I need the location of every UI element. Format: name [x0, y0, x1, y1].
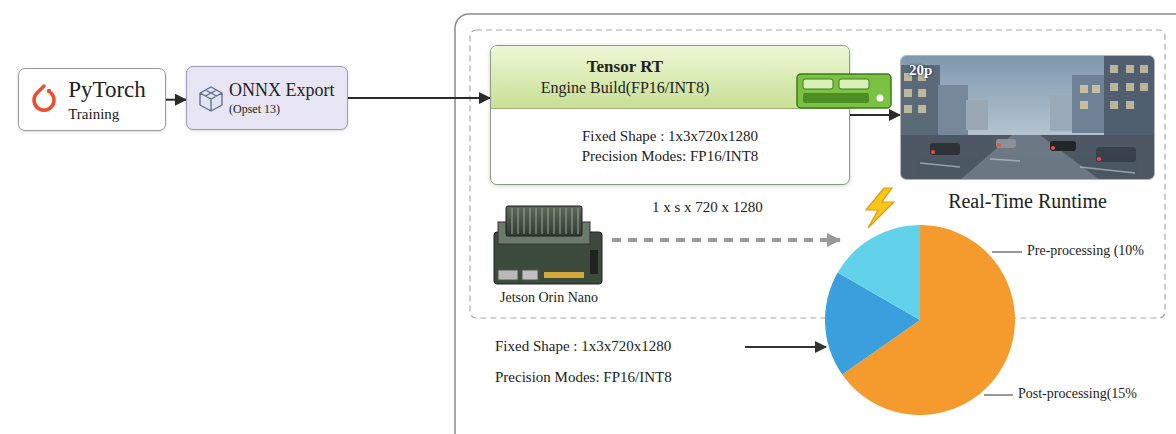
onnx-icon: [196, 84, 226, 114]
building: [1072, 75, 1106, 133]
process-box: PyTorchTraining: [18, 68, 166, 131]
runtime-panel: [455, 14, 1176, 434]
shape-label: 1 x s x 720 x 1280: [652, 198, 763, 216]
window: [904, 89, 912, 97]
window: [1110, 101, 1118, 109]
shape-flow-arrow: [612, 238, 840, 242]
window: [1092, 85, 1100, 93]
runtime-caption: Real-Time Runtime: [900, 188, 1155, 214]
engine-body: Fixed Shape : 1x3x720x1280Precision Mode…: [491, 109, 849, 184]
icon-stroke: [200, 87, 222, 111]
icon-dot: [47, 89, 51, 93]
pie-label: Pre-processing (10%: [1027, 243, 1144, 260]
window: [918, 89, 926, 97]
car: [930, 143, 960, 155]
icon-slot: [803, 79, 833, 89]
runtime-image: 20p: [900, 55, 1155, 180]
lightning-bolt: [866, 188, 894, 228]
car: [996, 139, 1016, 148]
window: [1126, 65, 1134, 73]
port: [498, 270, 518, 280]
car: [1050, 141, 1076, 151]
device-region: [470, 30, 1165, 318]
pytorch-icon: [29, 83, 59, 117]
connector: [590, 250, 598, 274]
heatsink: [506, 206, 582, 236]
pointer-arrow: [745, 346, 826, 348]
flow-arrow: [166, 99, 186, 101]
icon-led: [877, 95, 884, 102]
engine-header: Tensor RTEngine Build(FP16/INT8): [491, 46, 849, 109]
engine-box: Tensor RTEngine Build(FP16/INT8)Fixed Sh…: [490, 45, 850, 185]
pie-label: Post-processing(15%: [1018, 386, 1137, 403]
flow-arrow: [850, 114, 900, 116]
reflection: [920, 159, 1135, 173]
road: [900, 135, 1155, 180]
box-content: PyTorchTraining: [68, 75, 146, 124]
window: [1126, 83, 1134, 91]
window: [1110, 65, 1118, 73]
building: [1050, 95, 1074, 131]
note-text: Fixed Shape : 1x3x720x1280: [495, 337, 671, 355]
icon-body: [797, 74, 891, 108]
building: [1104, 55, 1155, 135]
flow-arrow: [348, 97, 491, 99]
device-label: Jetson Orin Nano: [500, 290, 598, 307]
icon-slot: [839, 79, 869, 89]
node-title: Tensor RT: [587, 56, 663, 78]
window: [1140, 65, 1148, 73]
latency-pie: [825, 225, 1015, 415]
node-text: Engine Build(FP16/INT8): [541, 78, 709, 99]
node-title: PyTorch: [68, 75, 146, 105]
heatsink-fins: [512, 208, 578, 234]
port: [522, 270, 538, 280]
icon-stroke: [34, 86, 54, 110]
car: [1096, 147, 1136, 162]
node-text: (Opset 13): [229, 102, 335, 118]
window: [1140, 83, 1148, 91]
tail-light: [1097, 157, 1101, 161]
window: [1110, 83, 1118, 91]
node-text: Precision Modes: FP16/INT8: [582, 147, 759, 167]
node-text: Real-Time Runtime: [900, 188, 1155, 214]
pin-header: [544, 272, 584, 278]
window: [904, 105, 912, 113]
building: [938, 85, 968, 135]
jetson-board: [494, 206, 602, 284]
window: [1080, 101, 1088, 109]
pie-slice: [838, 225, 920, 320]
tail-light: [1051, 146, 1055, 150]
tail-light: [931, 150, 935, 154]
process-box: ONNX Export(Opset 13): [186, 66, 348, 130]
icon-slot: [803, 93, 869, 103]
node-text: Fixed Shape : 1x3x720x1280: [582, 127, 758, 147]
node-title: ONNX Export: [229, 79, 335, 102]
window: [1080, 85, 1088, 93]
leader-line: [992, 251, 1022, 252]
wet-road: [960, 135, 1100, 180]
city-image: [900, 55, 1155, 180]
note-text: Precision Modes: FP16/INT8: [495, 368, 672, 386]
building: [966, 100, 988, 130]
leader-line: [984, 394, 1013, 395]
tail-light: [997, 143, 1001, 147]
window: [1126, 101, 1134, 109]
sky: [900, 55, 1155, 180]
gpu-icon: [795, 72, 893, 112]
node-title: 20p: [909, 61, 932, 81]
box-content: ONNX Export(Opset 13): [229, 79, 335, 118]
node-text: Training: [68, 105, 146, 125]
window: [918, 105, 926, 113]
runtime-frame: 20pReal-Time Runtime: [900, 55, 1155, 214]
